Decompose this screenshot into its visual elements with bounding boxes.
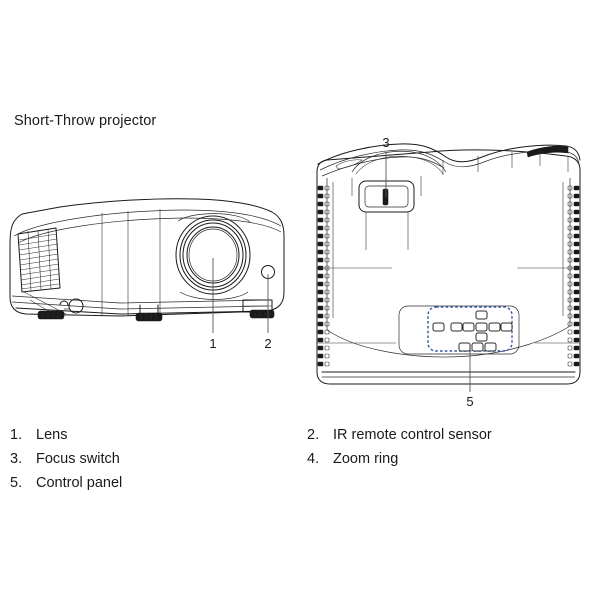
button-keystone-plus	[471, 342, 484, 352]
legend-label: Control panel	[36, 475, 123, 491]
button-menu	[450, 322, 463, 332]
legend-item: 5. Control panel	[10, 471, 300, 495]
elevator-adjuster	[59, 298, 84, 314]
callout-number-3: 3	[382, 135, 389, 150]
button-source	[432, 322, 445, 332]
foot-left	[37, 310, 65, 320]
legend-column-left: 1. Lens 3. Focus switch 5. Control panel	[10, 423, 300, 495]
button-enter	[475, 322, 488, 332]
front-side-view-group: 1 2	[9, 198, 285, 351]
left-side-vents	[317, 185, 330, 367]
button-power	[475, 310, 488, 320]
legend-number: 2.	[307, 427, 320, 443]
legend-number: 4.	[307, 451, 320, 467]
focus-switch[interactable]	[358, 180, 415, 213]
foot-right	[249, 309, 275, 319]
callout-number-2: 2	[264, 336, 271, 351]
legend-item: 1. Lens	[10, 423, 300, 447]
ir-remote-control-sensor	[261, 265, 275, 279]
legend-label: IR remote control sensor	[333, 427, 492, 443]
legend-label: Zoom ring	[333, 451, 399, 467]
zoom-ring	[351, 176, 422, 196]
right-side-vents	[567, 185, 580, 367]
control-panel-buttons[interactable]	[432, 310, 513, 352]
callout-leaders-left	[212, 258, 269, 333]
legend-label: Lens	[36, 427, 68, 443]
legend-item: 2. IR remote control sensor	[307, 423, 597, 447]
legend-number: 1.	[10, 427, 23, 443]
legend-number: 3.	[10, 451, 23, 467]
callout-number-5: 5	[466, 394, 473, 409]
legend-item: 4. Zoom ring	[307, 447, 597, 471]
legend-label: Focus switch	[36, 451, 120, 467]
adjustable-feet	[37, 304, 275, 322]
button-right	[488, 322, 501, 332]
top-view-group: 3 5	[316, 135, 581, 409]
exhaust-vent-grille	[17, 227, 61, 293]
button-keystone-minus	[458, 342, 471, 352]
button-auto	[484, 342, 497, 352]
legend-column-right: 2. IR remote control sensor 4. Zoom ring	[307, 423, 597, 471]
legend-item: 3. Focus switch	[10, 447, 300, 471]
front-riser	[242, 299, 273, 313]
legend-number: 5.	[10, 475, 23, 491]
lens-assembly	[175, 215, 251, 295]
callout-leaders-right	[385, 152, 471, 392]
foot-center	[135, 304, 163, 322]
button-exit	[500, 322, 513, 332]
page-title: Short-Throw projector	[14, 113, 157, 129]
button-left	[462, 322, 475, 332]
callout-number-1: 1	[209, 336, 216, 351]
button-down	[475, 332, 488, 342]
control-panel[interactable]	[398, 305, 520, 355]
